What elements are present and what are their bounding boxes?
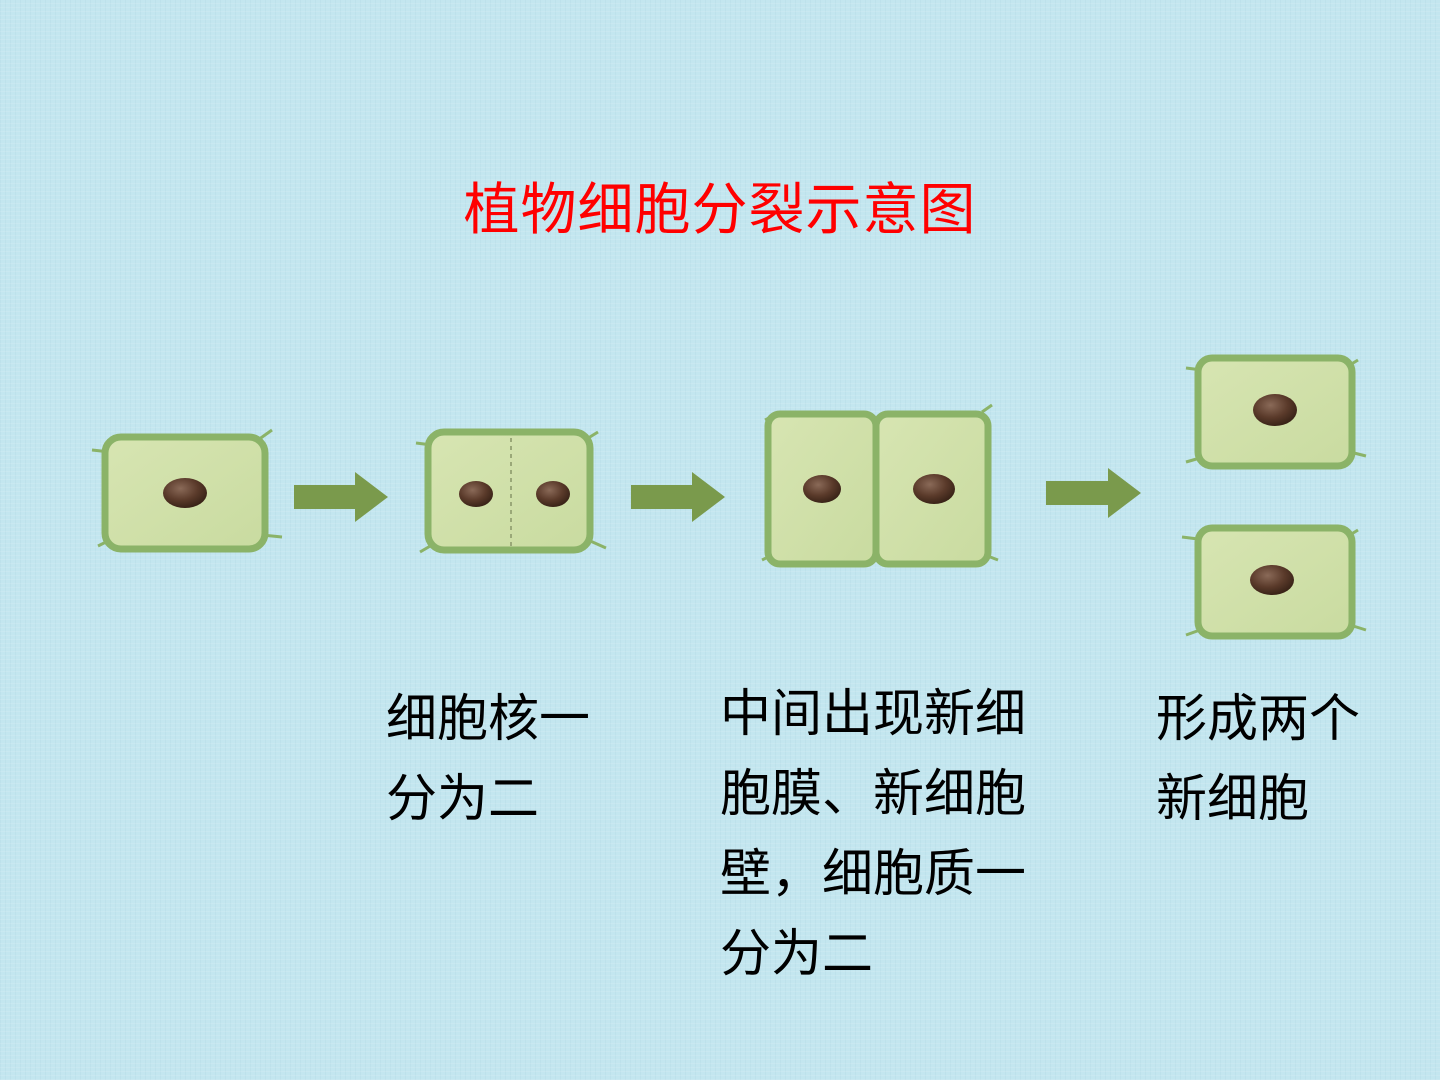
nucleus-right [913, 474, 955, 504]
caption-line: 壁，细胞质一 [720, 845, 1027, 904]
nucleus [163, 478, 207, 508]
cell-stage-3 [761, 403, 999, 568]
caption-two-new-cells: 形成两个 新细胞 [1156, 680, 1360, 840]
caption-line: 新细胞 [1156, 770, 1310, 829]
nucleus [1250, 565, 1294, 595]
caption-line: 形成两个 [1156, 690, 1361, 749]
arrow-1 [294, 472, 388, 522]
arrow-2 [631, 472, 725, 522]
nucleus-left [803, 475, 841, 503]
caption-line: 中间出现新细 [720, 685, 1027, 744]
arrow-3 [1046, 468, 1141, 518]
cell-stage-1 [91, 428, 283, 553]
caption-nucleus-divides: 细胞核一 分为二 [386, 680, 590, 840]
cell-stage-4-bottom [1181, 524, 1367, 640]
diagram-title: 植物细胞分裂示意图 [463, 178, 977, 243]
cell-stage-2 [415, 428, 607, 554]
nucleus-right [536, 481, 570, 507]
caption-new-membrane-wall: 中间出现新细 胞膜、新细胞 壁，细胞质一 分为二 [720, 675, 1026, 995]
caption-line: 胞膜、新细胞 [720, 765, 1027, 824]
caption-line: 分为二 [386, 770, 540, 829]
cell-stage-4-top [1185, 354, 1367, 470]
caption-line: 细胞核一 [386, 690, 591, 749]
nucleus [1253, 394, 1297, 426]
nucleus-left [459, 481, 493, 507]
caption-line: 分为二 [720, 925, 874, 984]
